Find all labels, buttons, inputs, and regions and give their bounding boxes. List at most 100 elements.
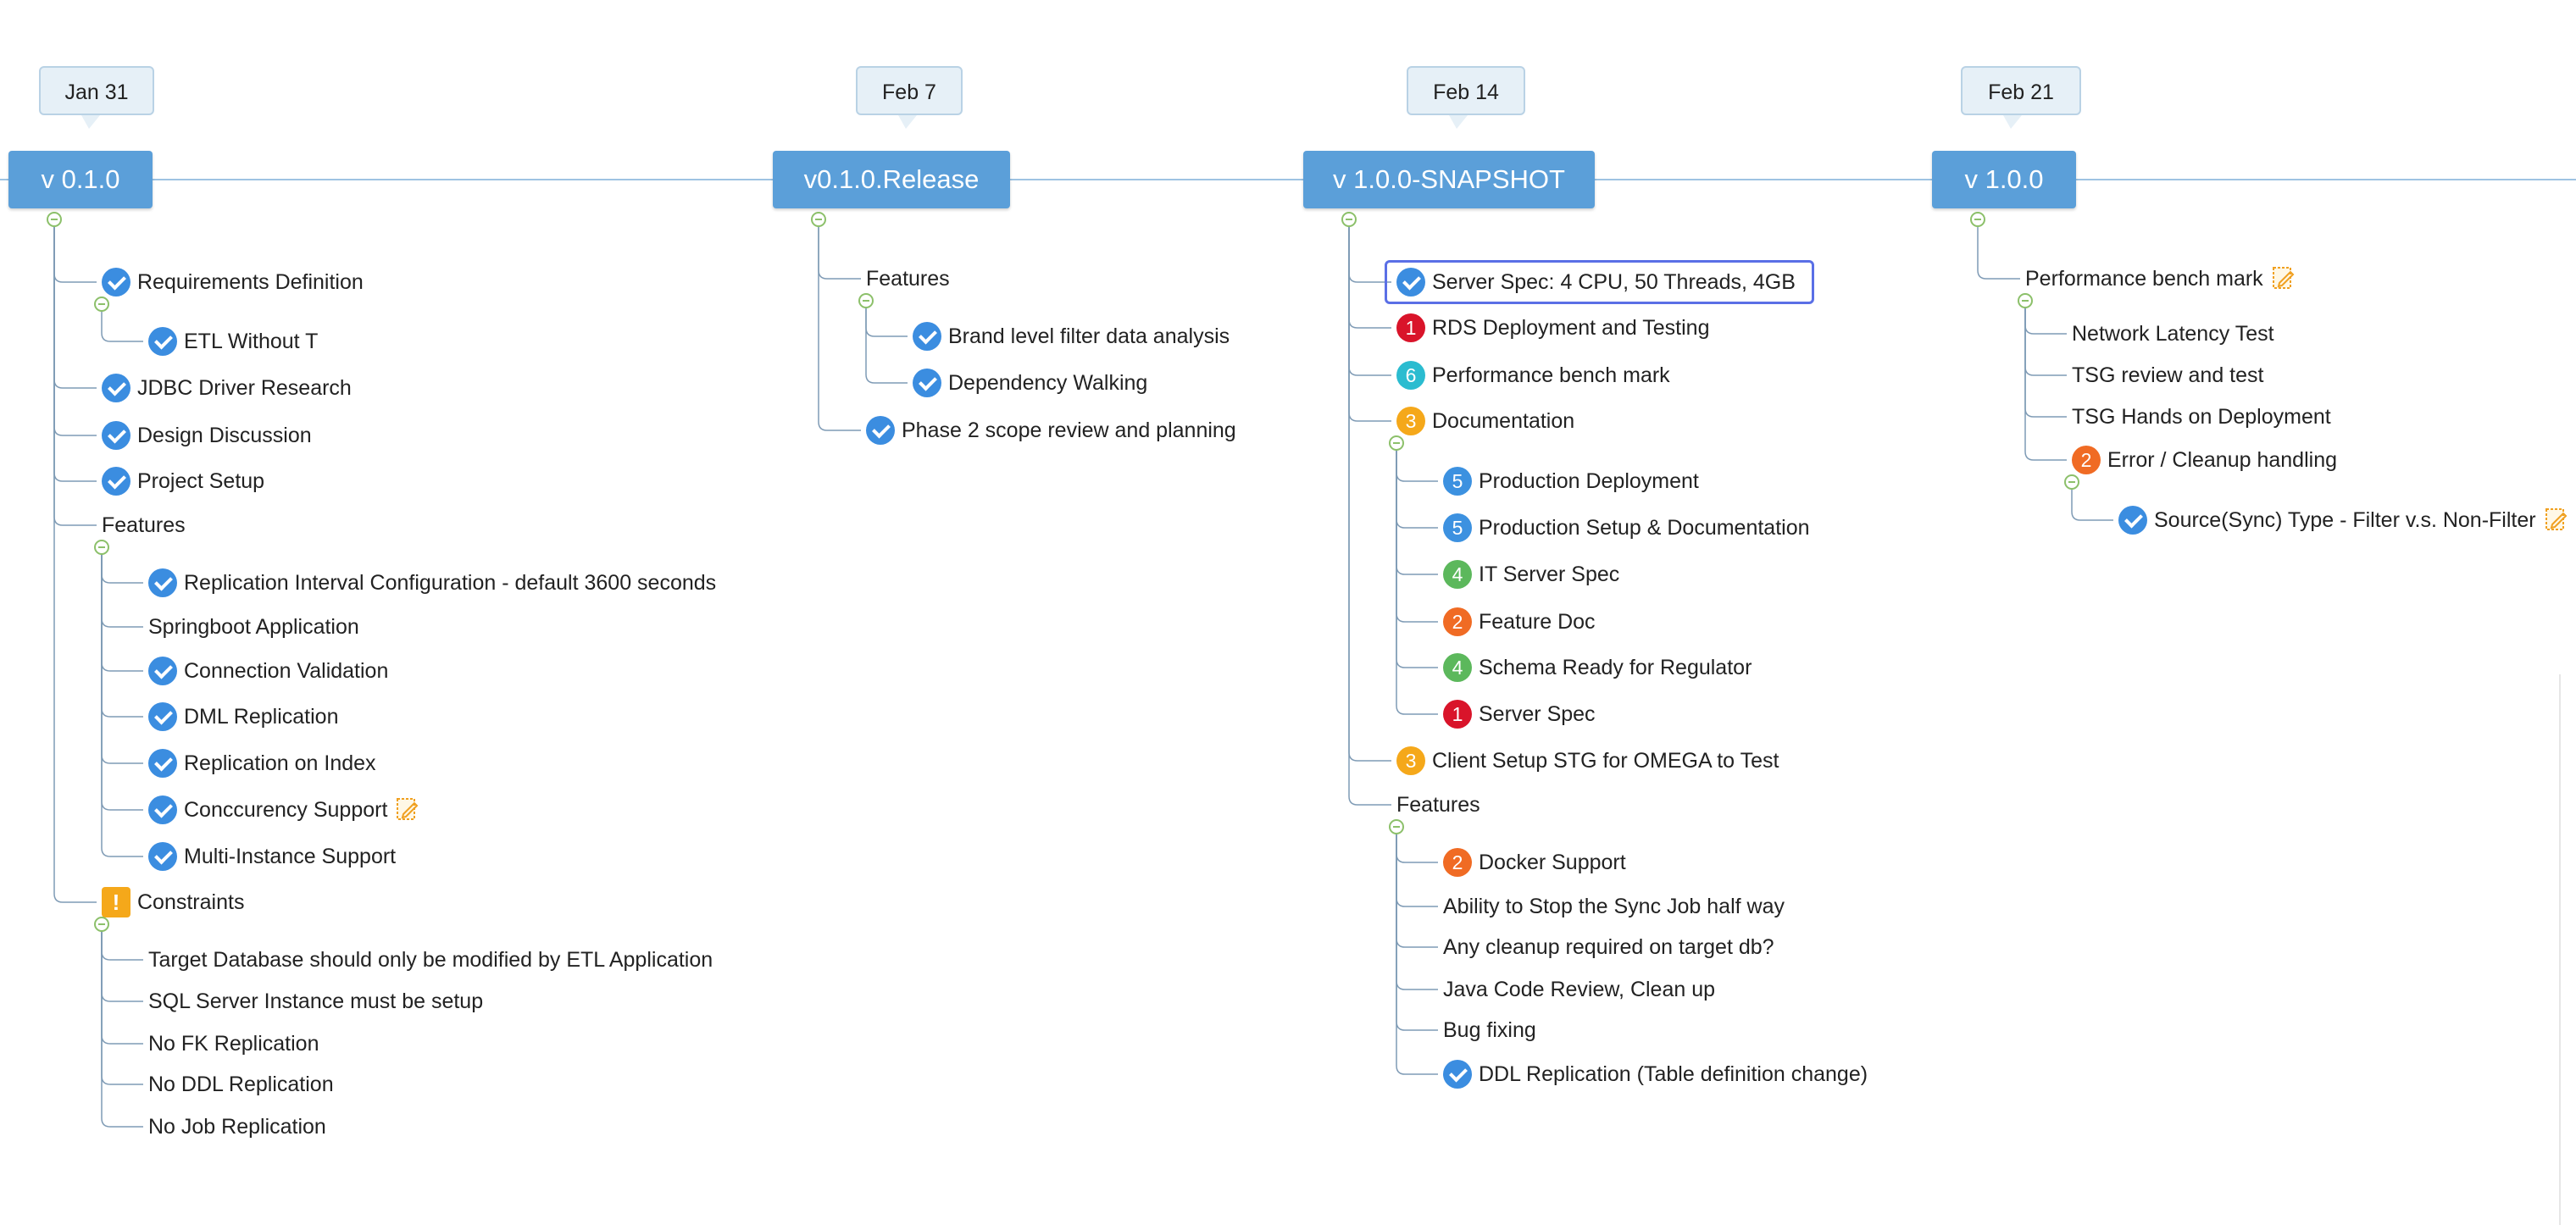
- priority-1-icon: 1: [1443, 700, 1472, 729]
- collapse-toggle[interactable]: [47, 212, 62, 227]
- node-label: Performance bench mark: [1432, 363, 1670, 387]
- node-label: Docker Support: [1479, 851, 1626, 874]
- branch-connector: [1396, 443, 1438, 623]
- node-label: Performance bench mark: [2025, 267, 2263, 291]
- branch-connector: [1348, 227, 1391, 806]
- note-icon[interactable]: [396, 797, 419, 823]
- collapse-toggle[interactable]: [1389, 819, 1404, 834]
- branch-connector: [101, 924, 143, 1085]
- priority-5-icon: 5: [1443, 513, 1472, 542]
- branch-connector: [1396, 443, 1438, 529]
- node-label: Production Setup & Documentation: [1479, 516, 1810, 540]
- warning-icon: !: [102, 887, 130, 917]
- branch-connector: [865, 301, 908, 384]
- branch-connector: [101, 924, 143, 961]
- collapse-toggle[interactable]: [94, 297, 109, 312]
- node-label: Conccurency Support: [184, 798, 388, 822]
- node-label: Ability to Stop the Sync Job half way: [1443, 895, 1785, 918]
- collapse-toggle[interactable]: [94, 540, 109, 555]
- node-label: Phase 2 scope review and planning: [902, 418, 1236, 442]
- milestone-box[interactable]: v 1.0.0: [1932, 151, 2076, 208]
- branch-connector: [1348, 227, 1391, 762]
- branch-connector: [2071, 482, 2113, 521]
- branch-connector: [1396, 443, 1438, 715]
- branch-connector: [1396, 827, 1438, 1075]
- branch-connector: [101, 924, 143, 1128]
- node-label: Features: [866, 267, 950, 291]
- node-label: Features: [102, 513, 186, 537]
- node-label: Java Code Review, Clean up: [1443, 978, 1716, 1001]
- collapse-toggle[interactable]: [2064, 474, 2079, 490]
- branch-connector: [1396, 827, 1438, 907]
- collapse-toggle[interactable]: [811, 212, 826, 227]
- collapse-toggle[interactable]: [2018, 293, 2033, 308]
- node-label: No Job Replication: [148, 1115, 326, 1139]
- collapse-toggle[interactable]: [858, 293, 874, 308]
- check-icon: [148, 327, 177, 356]
- milestone-box[interactable]: v0.1.0.Release: [773, 151, 1010, 208]
- priority-3-icon: 3: [1396, 407, 1425, 435]
- check-icon: [102, 268, 130, 297]
- branch-connector: [818, 227, 861, 280]
- scrollbar-track[interactable]: [2559, 674, 2576, 1225]
- milestone-box[interactable]: v 1.0.0-SNAPSHOT: [1303, 151, 1595, 208]
- date-callout: Feb 7: [856, 66, 963, 129]
- branch-connector: [101, 924, 143, 1045]
- priority-4-icon: 4: [1443, 560, 1472, 589]
- date-callout: Jan 31: [39, 66, 154, 129]
- collapse-toggle[interactable]: [1389, 435, 1404, 451]
- branch-connector: [2024, 301, 2067, 335]
- check-icon: [913, 322, 941, 351]
- node-label: DML Replication: [184, 705, 339, 729]
- branch-connector: [1396, 827, 1438, 1031]
- branch-connector: [101, 547, 143, 857]
- priority-6-icon: 6: [1396, 361, 1425, 390]
- node-label: Production Deployment: [1479, 469, 1699, 493]
- node-label: Documentation: [1432, 409, 1575, 433]
- priority-1-icon: 1: [1396, 313, 1425, 342]
- check-icon: [148, 657, 177, 685]
- branch-connector: [101, 304, 143, 342]
- node-label: RDS Deployment and Testing: [1432, 316, 1710, 340]
- node-label: JDBC Driver Research: [137, 376, 352, 400]
- check-icon: [1443, 1060, 1472, 1089]
- check-icon: [148, 842, 177, 871]
- node-label: Target Database should only be modified …: [148, 948, 713, 972]
- node-label: Springboot Application: [148, 615, 359, 639]
- branch-connector: [101, 547, 143, 584]
- node-label: Server Spec: 4 CPU, 50 Threads, 4GB: [1432, 270, 1796, 294]
- node-label: Network Latency Test: [2072, 322, 2274, 346]
- branch-connector: [53, 227, 97, 482]
- branch-connector: [53, 227, 97, 903]
- branch-connector: [2024, 301, 2067, 418]
- branch-connector: [1396, 443, 1438, 482]
- priority-4-icon: 4: [1443, 653, 1472, 682]
- node-label: DDL Replication (Table definition change…: [1479, 1062, 1868, 1086]
- milestone-box[interactable]: v 0.1.0: [8, 151, 153, 208]
- priority-3-icon: 3: [1396, 746, 1425, 775]
- node-label: Features: [1396, 793, 1480, 817]
- collapse-toggle[interactable]: [94, 917, 109, 932]
- node-label: Multi-Instance Support: [184, 845, 397, 868]
- branch-connector: [101, 547, 143, 628]
- check-icon: [866, 416, 895, 445]
- note-icon[interactable]: [2272, 266, 2296, 291]
- priority-2-icon: 2: [2072, 446, 2101, 474]
- collapse-toggle[interactable]: [1970, 212, 1985, 227]
- date-callout: Feb 14: [1407, 66, 1525, 129]
- selection-outline: [1385, 260, 1814, 304]
- branch-connector: [1396, 443, 1438, 575]
- note-icon[interactable]: [2545, 507, 2568, 533]
- node-label: Error / Cleanup handling: [2107, 448, 2337, 472]
- node-label: Brand level filter data analysis: [948, 324, 1230, 348]
- check-icon: [1396, 268, 1425, 297]
- check-icon: [148, 568, 177, 597]
- node-label: Client Setup STG for OMEGA to Test: [1432, 749, 1779, 773]
- node-label: Server Spec: [1479, 702, 1596, 726]
- node-label: Design Discussion: [137, 424, 312, 447]
- node-label: Bug fixing: [1443, 1018, 1536, 1042]
- branch-connector: [101, 547, 143, 811]
- collapse-toggle[interactable]: [1341, 212, 1357, 227]
- node-label: TSG Hands on Deployment: [2072, 405, 2331, 429]
